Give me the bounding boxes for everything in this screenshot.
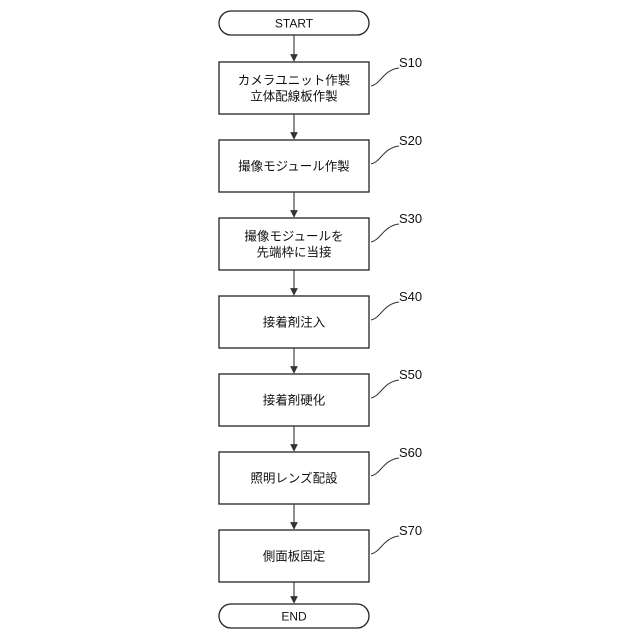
step-id-label: S20 xyxy=(399,133,422,148)
step-s40-leader xyxy=(371,302,399,320)
step-id-label: S30 xyxy=(399,211,422,226)
start-label: START xyxy=(275,17,314,31)
step-s10: カメラユニット作製立体配線板作製 S10 xyxy=(219,55,422,114)
step-s50-text: 接着剤硬化 xyxy=(263,393,326,408)
step-s10-leader xyxy=(371,68,399,86)
end-terminal: END xyxy=(219,604,369,628)
step-s30-text: 撮像モジュールを xyxy=(244,229,343,244)
process-steps: カメラユニット作製立体配線板作製 S10 撮像モジュール作製 S20 撮像モジュールを先… xyxy=(219,55,422,582)
end-label: END xyxy=(281,610,307,624)
step-s60-text: 照明レンズ配設 xyxy=(250,471,338,486)
step-s60-leader xyxy=(371,458,399,476)
step-s70-text: 側面板固定 xyxy=(263,549,326,564)
step-id-label: S50 xyxy=(399,367,422,382)
step-s50: 接着剤硬化 S50 xyxy=(219,367,422,426)
step-s10-text: 立体配線板作製 xyxy=(250,89,338,104)
step-s30-leader xyxy=(371,224,399,242)
step-s10-text: カメラユニット作製 xyxy=(238,73,351,88)
step-s40: 接着剤注入 S40 xyxy=(219,289,422,348)
step-s20: 撮像モジュール作製 S20 xyxy=(219,133,422,192)
step-id-label: S70 xyxy=(399,523,422,538)
step-id-label: S40 xyxy=(399,289,422,304)
step-s60: 照明レンズ配設 S60 xyxy=(219,445,422,504)
step-s70-leader xyxy=(371,536,399,554)
step-id-label: S60 xyxy=(399,445,422,460)
step-s20-leader xyxy=(371,146,399,164)
step-s30-text: 先端枠に当接 xyxy=(256,245,332,260)
step-s50-leader xyxy=(371,380,399,398)
step-s70: 側面板固定 S70 xyxy=(219,523,422,582)
step-s30: 撮像モジュールを先端枠に当接 S30 xyxy=(219,211,422,270)
step-id-label: S10 xyxy=(399,55,422,70)
step-s20-text: 撮像モジュール作製 xyxy=(238,159,350,174)
start-terminal: START xyxy=(219,11,369,35)
step-s40-text: 接着剤注入 xyxy=(263,315,326,330)
